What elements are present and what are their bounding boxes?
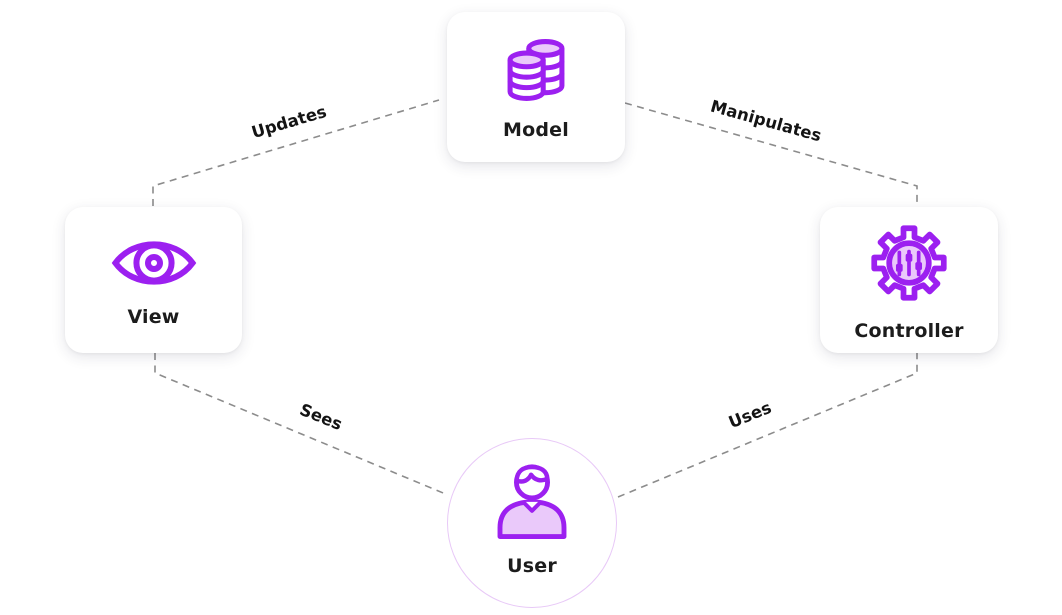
node-label-view: View	[127, 305, 180, 328]
edge-view-user	[154, 353, 449, 496]
eye-icon	[109, 233, 199, 293]
node-label-controller: Controller	[854, 319, 964, 342]
node-model: Model	[447, 12, 625, 162]
node-user: User	[447, 438, 617, 608]
gear-sliders-icon	[865, 219, 953, 307]
node-view: View	[65, 207, 242, 353]
node-controller: Controller	[820, 207, 998, 353]
edge-model-controller	[624, 102, 918, 206]
node-label-model: Model	[503, 118, 569, 141]
edge-user-controller	[617, 353, 918, 498]
database-icon	[498, 34, 574, 106]
node-label-user: User	[507, 555, 557, 577]
person-icon	[492, 455, 572, 551]
edge-view-model	[152, 99, 440, 206]
